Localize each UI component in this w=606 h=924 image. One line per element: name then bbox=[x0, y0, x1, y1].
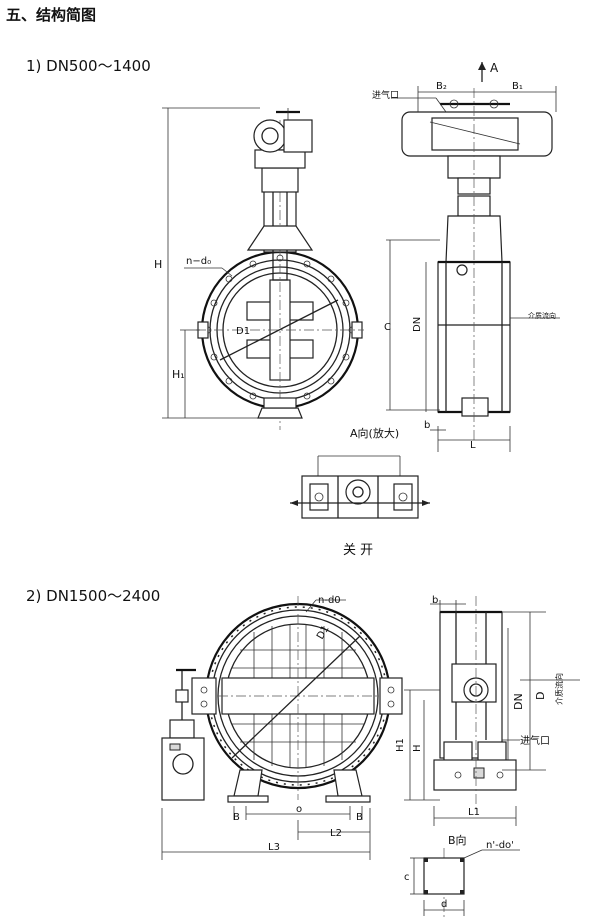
dim-B-left: B bbox=[233, 812, 240, 823]
label-medium-direction-2: 介质流向 bbox=[554, 673, 564, 705]
dim-L2: L2 bbox=[330, 828, 342, 839]
label-A-arrow: A bbox=[490, 61, 499, 75]
dim-DN-2: DN bbox=[512, 693, 525, 710]
label-n-d0: n−d₀ bbox=[186, 256, 211, 267]
dim-H-2: H bbox=[412, 744, 423, 752]
dim-b-2: b bbox=[432, 595, 438, 606]
dim-D1: D1 bbox=[236, 326, 250, 337]
dim-B2: B₂ bbox=[436, 81, 447, 92]
label-air-inlet-2: 进气口 bbox=[520, 734, 550, 747]
dim-L1: L1 bbox=[468, 807, 480, 818]
dim-d: d bbox=[441, 899, 447, 910]
label-air-inlet-1: 进气口 bbox=[372, 89, 399, 101]
valve-large-front-view: n-d0 D1 B B o L2 L3 bbox=[161, 595, 403, 860]
dim-H1-2: H1 bbox=[395, 738, 406, 752]
dim-H1: H₁ bbox=[172, 368, 185, 381]
label-n-d0-2: n-d0 bbox=[318, 595, 341, 606]
label-medium-direction-1: 介质流向 bbox=[528, 311, 556, 320]
dim-c: c bbox=[404, 872, 410, 883]
dim-b: b bbox=[424, 420, 430, 431]
dim-C: C bbox=[384, 322, 391, 333]
label-view-b: B向 bbox=[448, 833, 467, 847]
dim-B1: B₁ bbox=[512, 81, 523, 92]
dim-L3: L3 bbox=[268, 842, 280, 853]
valve-small-side-view: A B₂ B₁ 进气口 C DN 介质流向 b L bbox=[372, 61, 560, 452]
valve-small-front-view: H H₁ D1 n−d₀ bbox=[154, 107, 364, 430]
section-1-heading: 1) DN500～1400 bbox=[26, 57, 151, 75]
section-2-heading: 2) DN1500～2400 bbox=[26, 587, 161, 605]
label-view-a: A向(放大) bbox=[350, 426, 399, 440]
page-title: 五、结构简图 bbox=[6, 6, 97, 24]
dim-H: H bbox=[154, 258, 162, 271]
valve-large-side-view: b 介质流向 DN D H1 H 进气口 L1 bbox=[395, 595, 580, 826]
dim-D: D bbox=[534, 692, 547, 700]
dim-B-right: B bbox=[356, 812, 363, 823]
dim-L: L bbox=[470, 440, 476, 451]
label-close-open: 关 开 bbox=[343, 543, 373, 558]
view-b-detail: B向 n'-do' c d bbox=[404, 833, 520, 918]
dim-o: o bbox=[296, 804, 302, 815]
dim-DN: DN bbox=[412, 317, 423, 332]
label-n-d0-prime: n'-do' bbox=[486, 840, 514, 851]
view-a-enlarged: A向(放大) 关 开 bbox=[290, 426, 430, 558]
